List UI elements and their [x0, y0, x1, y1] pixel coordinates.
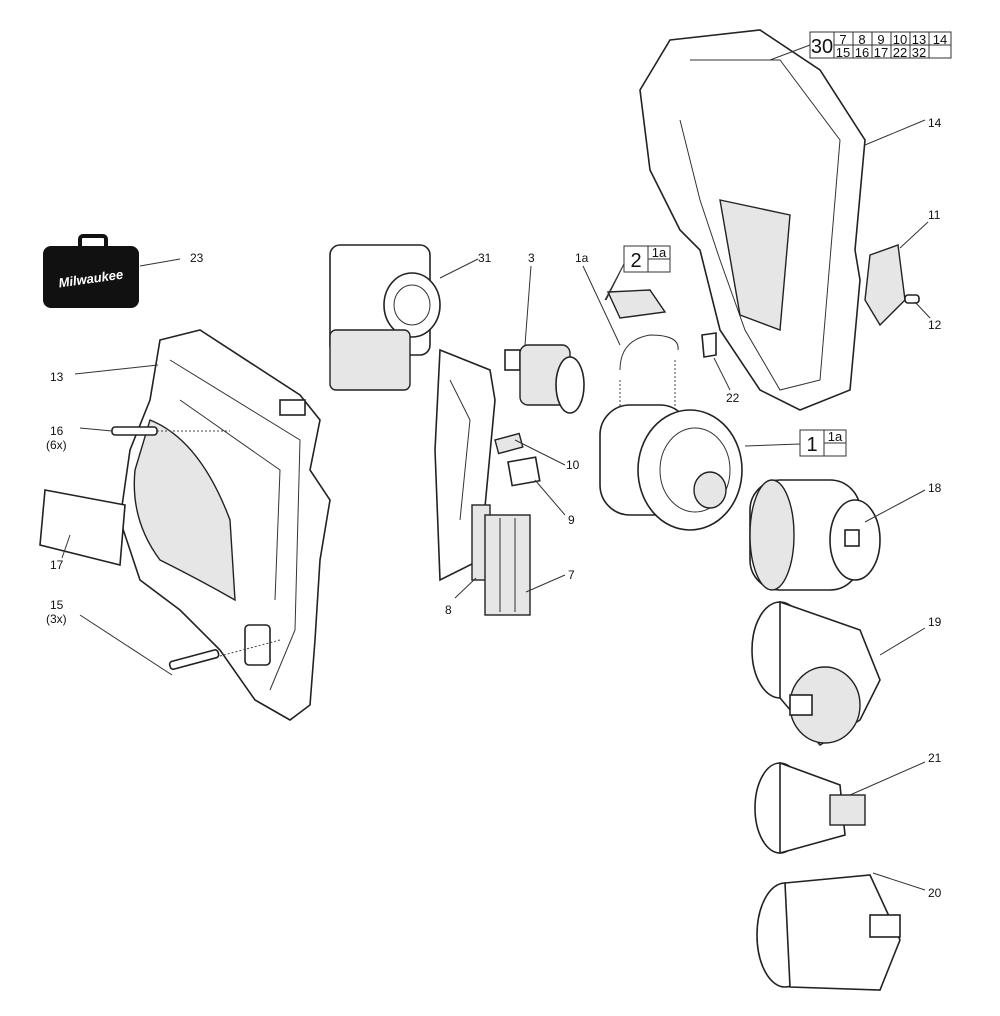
- leader-lines: [61, 44, 931, 891]
- right-housing: [639, 29, 866, 411]
- part-7: [484, 514, 531, 616]
- callout-15-qty: (3x): [46, 612, 67, 626]
- screw-12: [904, 294, 920, 304]
- callout-19: 19: [928, 615, 942, 629]
- callout-11: 11: [928, 208, 941, 222]
- part-22-clip: [701, 332, 717, 358]
- svg-text:30: 30: [811, 36, 833, 58]
- callout-labels: 23 31 3 1a 14 11 12 22 13 16 (6x) 10 9 1…: [46, 116, 942, 900]
- svg-text:17: 17: [874, 45, 888, 60]
- gearbox: [599, 404, 743, 531]
- chuck: [749, 479, 881, 591]
- screw-16: [111, 426, 158, 436]
- right-angle-attachment: [751, 600, 881, 747]
- screw-15: [168, 649, 220, 670]
- switch-assembly: [329, 244, 496, 582]
- carrying-case: Milwaukee: [43, 234, 139, 308]
- callout-7: 7: [568, 568, 575, 582]
- part-10: [494, 432, 524, 455]
- callout-10: 10: [566, 458, 580, 472]
- callout-17: 17: [50, 558, 64, 572]
- callout-9: 9: [568, 513, 575, 527]
- callout-1a: 1a: [575, 251, 589, 265]
- left-housing: [119, 329, 331, 721]
- svg-text:1a: 1a: [828, 429, 843, 444]
- svg-text:7: 7: [839, 32, 846, 47]
- impact-attachment: [756, 874, 901, 991]
- svg-text:22: 22: [893, 45, 907, 60]
- svg-text:14: 14: [933, 32, 947, 47]
- callout-12: 12: [928, 318, 942, 332]
- callout-16-qty: (6x): [46, 438, 67, 452]
- part-1a-wire: [619, 334, 679, 371]
- callout-14: 14: [928, 116, 942, 130]
- callout-20: 20: [928, 886, 942, 900]
- part-9: [507, 456, 541, 487]
- callout-21: 21: [928, 751, 942, 765]
- kit-box-1: 1 1a: [799, 429, 847, 457]
- svg-text:2: 2: [630, 250, 641, 272]
- callout-31: 31: [478, 251, 492, 265]
- svg-text:1: 1: [806, 434, 817, 456]
- svg-text:16: 16: [855, 45, 869, 60]
- callout-3: 3: [528, 251, 535, 265]
- kit-box-2: 2 1a: [623, 245, 671, 273]
- armature: [504, 344, 585, 414]
- offset-attachment: [754, 761, 866, 855]
- svg-text:9: 9: [877, 32, 884, 47]
- callout-23: 23: [190, 251, 204, 265]
- kit-box-30: 30 7 8 9 10 13 14 15 16 17 22 32: [809, 31, 952, 60]
- callout-16: 16: [50, 424, 64, 438]
- callout-13: 13: [50, 370, 64, 384]
- svg-text:8: 8: [858, 32, 865, 47]
- svg-text:15: 15: [836, 45, 850, 60]
- callout-15: 15: [50, 598, 64, 612]
- part-11-latch: [864, 244, 906, 327]
- callout-8: 8: [445, 603, 452, 617]
- callout-22: 22: [726, 391, 740, 405]
- svg-text:32: 32: [912, 45, 926, 60]
- svg-text:1a: 1a: [652, 245, 667, 260]
- label-plate: [39, 489, 126, 567]
- svg-text:10: 10: [893, 32, 907, 47]
- part-2-cover: [606, 289, 667, 319]
- callout-18: 18: [928, 481, 942, 495]
- svg-text:13: 13: [912, 32, 926, 47]
